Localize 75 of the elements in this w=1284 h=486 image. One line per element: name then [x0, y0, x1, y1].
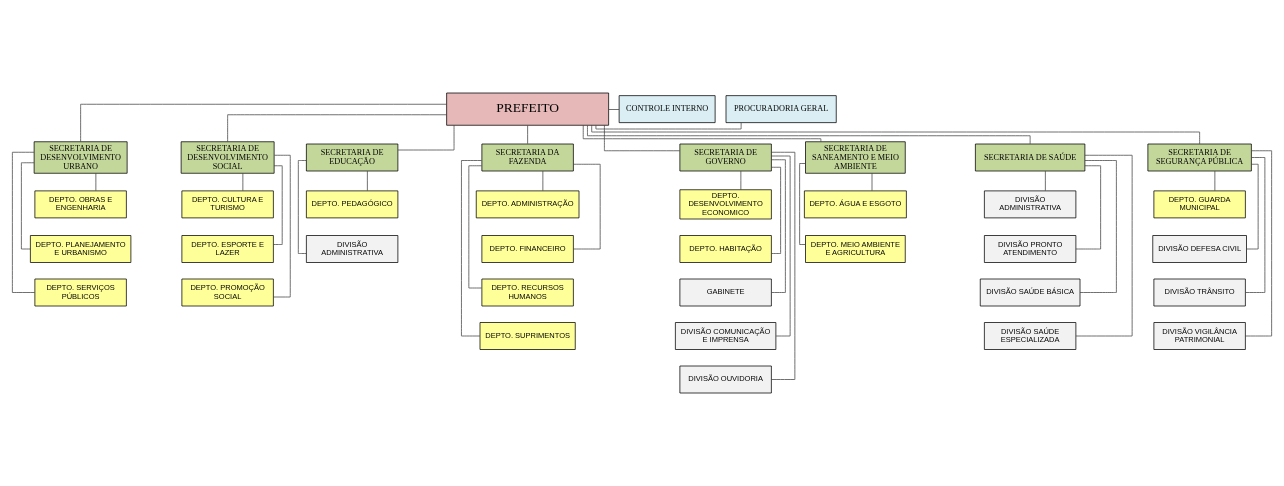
- node-box: DEPTO. ADMINISTRAÇÃO: [475, 190, 580, 219]
- connector: [227, 114, 447, 142]
- connector: [542, 170, 544, 192]
- connector: [595, 122, 742, 130]
- node-box: DEPTO. GUARDA MUNICIPAL: [1153, 190, 1246, 219]
- node-box: DIVISÃO OUVIDORIA: [679, 365, 772, 394]
- node-box: SECRETARIA DA FAZENDA: [481, 143, 574, 172]
- node-box: SECRETARIA DE DESENVOLVIMENTO SOCIAL: [180, 141, 275, 174]
- node-box: DEPTO. MEIO AMBIENTE E AGRICULTURA: [805, 235, 906, 263]
- connector: [582, 124, 822, 143]
- connector: [12, 151, 36, 293]
- node-box: DIVISÃO COMUNICAÇÃO E IMPRENSA: [675, 322, 777, 350]
- node-box: DEPTO. ÁGUA E ESGOTO: [804, 190, 907, 219]
- node-box: SECRETARIA DE GOVERNO: [679, 143, 772, 172]
- connector: [573, 163, 601, 250]
- node-box: DEPTO. RECURSOS HUMANOS: [481, 278, 574, 307]
- connector: [587, 125, 1031, 145]
- connector: [1246, 163, 1259, 250]
- connector: [771, 159, 786, 293]
- node-box: DEPTO. HABITAÇÃO: [679, 235, 772, 263]
- connector: [461, 160, 483, 337]
- node-box: DEPTO. PEDAGÓGICO: [306, 190, 399, 219]
- node-box: SECRETARIA DE SEGURANÇA PÚBLICA: [1147, 143, 1252, 172]
- connector: [1214, 170, 1216, 192]
- connector: [80, 103, 447, 142]
- connector: [297, 160, 307, 254]
- node-box: SECRETARIA DE DESENVOLVIMENTO URBANO: [33, 141, 128, 174]
- node-box: GABINETE: [679, 278, 772, 307]
- connector: [273, 165, 283, 245]
- connector: [367, 170, 368, 192]
- node-box: DEPTO. PROMOÇÃO SOCIAL: [181, 278, 274, 307]
- node-box: DIVISÃO DEFESA CIVIL: [1152, 235, 1247, 263]
- node-box: SECRETARIA DE SAÚDE: [975, 143, 1086, 172]
- node-box: DEPTO. DESENVOLVIMENTO ECONOMICO: [679, 189, 772, 220]
- node-box: DEPTO. ESPORTE E LAZER: [181, 235, 274, 263]
- connector: [468, 165, 482, 289]
- connector: [1245, 157, 1266, 293]
- connector: [527, 125, 528, 145]
- connector: [1075, 154, 1133, 337]
- connector: [21, 162, 35, 250]
- node-box: DEPTO. PLANEJAMENTO E URBANISMO: [30, 235, 132, 263]
- connector: [95, 173, 97, 192]
- node-box: DIVISÃO SAÚDE ESPECIALIZADA: [984, 322, 1077, 350]
- connector: [608, 109, 620, 110]
- node-box: SECRETARIA DE SANEAMENTO E MEIO AMBIENTE: [805, 141, 906, 174]
- node-box: PREFEITO: [446, 92, 609, 126]
- node-box: DEPTO. SUPRIMENTOS: [479, 322, 576, 350]
- node-box: DEPTO. OBRAS E ENGENHARIA: [34, 190, 127, 219]
- connector: [397, 124, 455, 151]
- connector: [771, 151, 796, 380]
- connector: [1075, 165, 1101, 250]
- node-box: PROCURADORIA GERAL: [725, 95, 837, 123]
- node-box: DEPTO. SERVIÇOS PÚBLICOS: [34, 278, 127, 307]
- node-box: DIVISÃO PRONTO ATENDIMENTO: [984, 235, 1077, 263]
- node-box: DIVISÃO ADMINISTRATIVA: [306, 235, 399, 263]
- node-box: SECRETARIA DE EDUCAÇÃO: [306, 143, 399, 172]
- node-box: DIVISÃO VIGILÂNCIA PATRIMONIAL: [1153, 322, 1246, 350]
- connector: [771, 155, 791, 337]
- connector: [604, 124, 681, 152]
- connector: [871, 173, 873, 192]
- connector: [799, 163, 806, 245]
- connector: [1079, 160, 1117, 293]
- node-box: CONTROLE INTERNO: [618, 95, 716, 123]
- connector: [273, 154, 291, 298]
- node-box: DEPTO. FINANCEIRO: [481, 235, 574, 263]
- connector: [591, 124, 1200, 145]
- node-box: DIVISÃO ADMINISTRATIVA: [984, 190, 1077, 219]
- connector: [1245, 150, 1272, 337]
- node-box: DIVISÃO SAÚDE BÁSICA: [979, 278, 1081, 307]
- connector: [740, 170, 742, 191]
- connector: [242, 173, 244, 192]
- node-box: DIVISÃO TRÂNSITO: [1153, 278, 1246, 307]
- node-box: DEPTO. CULTURA E TURISMO: [181, 190, 274, 219]
- connector: [771, 166, 781, 254]
- connector: [1045, 170, 1046, 192]
